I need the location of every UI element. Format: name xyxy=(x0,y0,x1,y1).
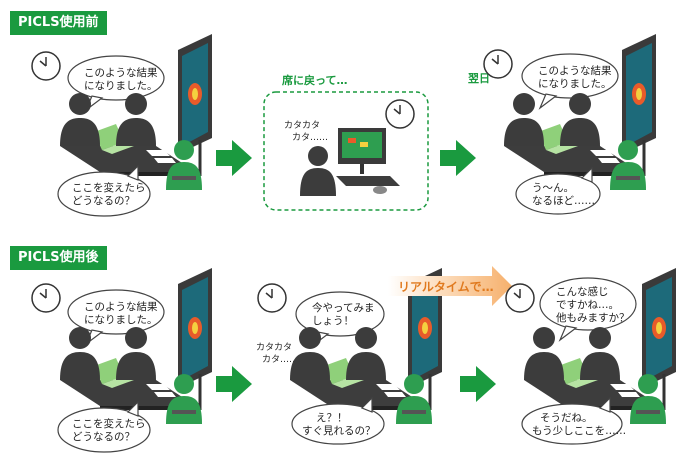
before-section-label: PICLS使用前 xyxy=(10,11,107,35)
after-scene2-typing-1: カタカタ xyxy=(256,342,292,353)
svg-text:になりました。: になりました。 xyxy=(538,78,612,90)
before-scene1-top-bubble: このような結果 になりました。 xyxy=(67,55,165,112)
svg-text:このような結果: このような結果 xyxy=(84,66,158,79)
before-scene3-top-bubble: このような結果 になりました。 xyxy=(521,53,619,110)
after-scene3-top-bubble: こんな感じ ですかね…。 他もみますか？ xyxy=(539,277,637,342)
svg-text:このような結果: このような結果 xyxy=(84,300,158,313)
svg-text:こんな感じ: こんな感じ xyxy=(556,285,609,298)
before-scene3-bottom-bubble: う～ん。 なるほど…… xyxy=(515,166,601,215)
before-scene1-bottom-bubble: ここを変えたら どうなるの？ xyxy=(57,164,151,217)
before-scene2-typing-1: カタカタ xyxy=(284,120,320,131)
before-scene2-desk xyxy=(300,128,400,196)
svg-text:今やってみま: 今やってみま xyxy=(312,301,374,314)
before-scene2-title: 席に戻って… xyxy=(282,73,347,87)
svg-text:ここを変えたら: ここを変えたら xyxy=(72,417,146,430)
realtime-banner-text: リアルタイムで… xyxy=(398,280,494,294)
after-scene1-bottom-bubble: ここを変えたら どうなるの？ xyxy=(57,400,151,453)
svg-text:他もみますか？: 他もみますか？ xyxy=(556,311,630,324)
svg-text:もう少しここを……: もう少しここを…… xyxy=(532,425,626,437)
svg-text:え？！: え？！ xyxy=(316,412,348,424)
svg-text:になりました。: になりました。 xyxy=(84,314,158,326)
svg-text:どうなるの？: どうなるの？ xyxy=(72,195,135,207)
svg-text:う～ん。: う～ん。 xyxy=(532,182,574,194)
before-scene2-frame xyxy=(263,91,429,211)
svg-text:なるほど……: なるほど…… xyxy=(532,195,595,207)
svg-text:すぐ見れるの？: すぐ見れるの？ xyxy=(302,425,376,437)
before-scene3-title: 翌日 xyxy=(468,72,490,85)
svg-text:このような結果: このような結果 xyxy=(538,64,612,77)
after-scene2-bottom-bubble: え？！ すぐ見れるの？ xyxy=(291,396,385,445)
after-arrow-2 xyxy=(460,366,496,402)
svg-text:になりました。: になりました。 xyxy=(84,80,158,92)
svg-text:どうなるの？: どうなるの？ xyxy=(72,431,135,443)
svg-text:しょう！: しょう！ xyxy=(312,315,354,327)
after-scene1-top-bubble: このような結果 になりました。 xyxy=(67,289,165,346)
before-arrow-2 xyxy=(440,140,476,176)
svg-text:ですかね…。: ですかね…。 xyxy=(556,299,619,311)
svg-text:ここを変えたら: ここを変えたら xyxy=(72,181,146,194)
after-scene2-typing-2: カタ…… xyxy=(262,354,298,365)
before-scene2-typing-2: カタ…… xyxy=(292,132,328,143)
after-arrow-1 xyxy=(216,366,252,402)
svg-text:そうだね。: そうだね。 xyxy=(540,412,593,424)
realtime-banner-arrow xyxy=(388,266,512,306)
after-section-label: PICLS使用後 xyxy=(10,246,107,270)
after-scene3-bottom-bubble: そうだね。 もう少しここを…… xyxy=(521,396,626,445)
before-arrow-1 xyxy=(216,140,252,176)
